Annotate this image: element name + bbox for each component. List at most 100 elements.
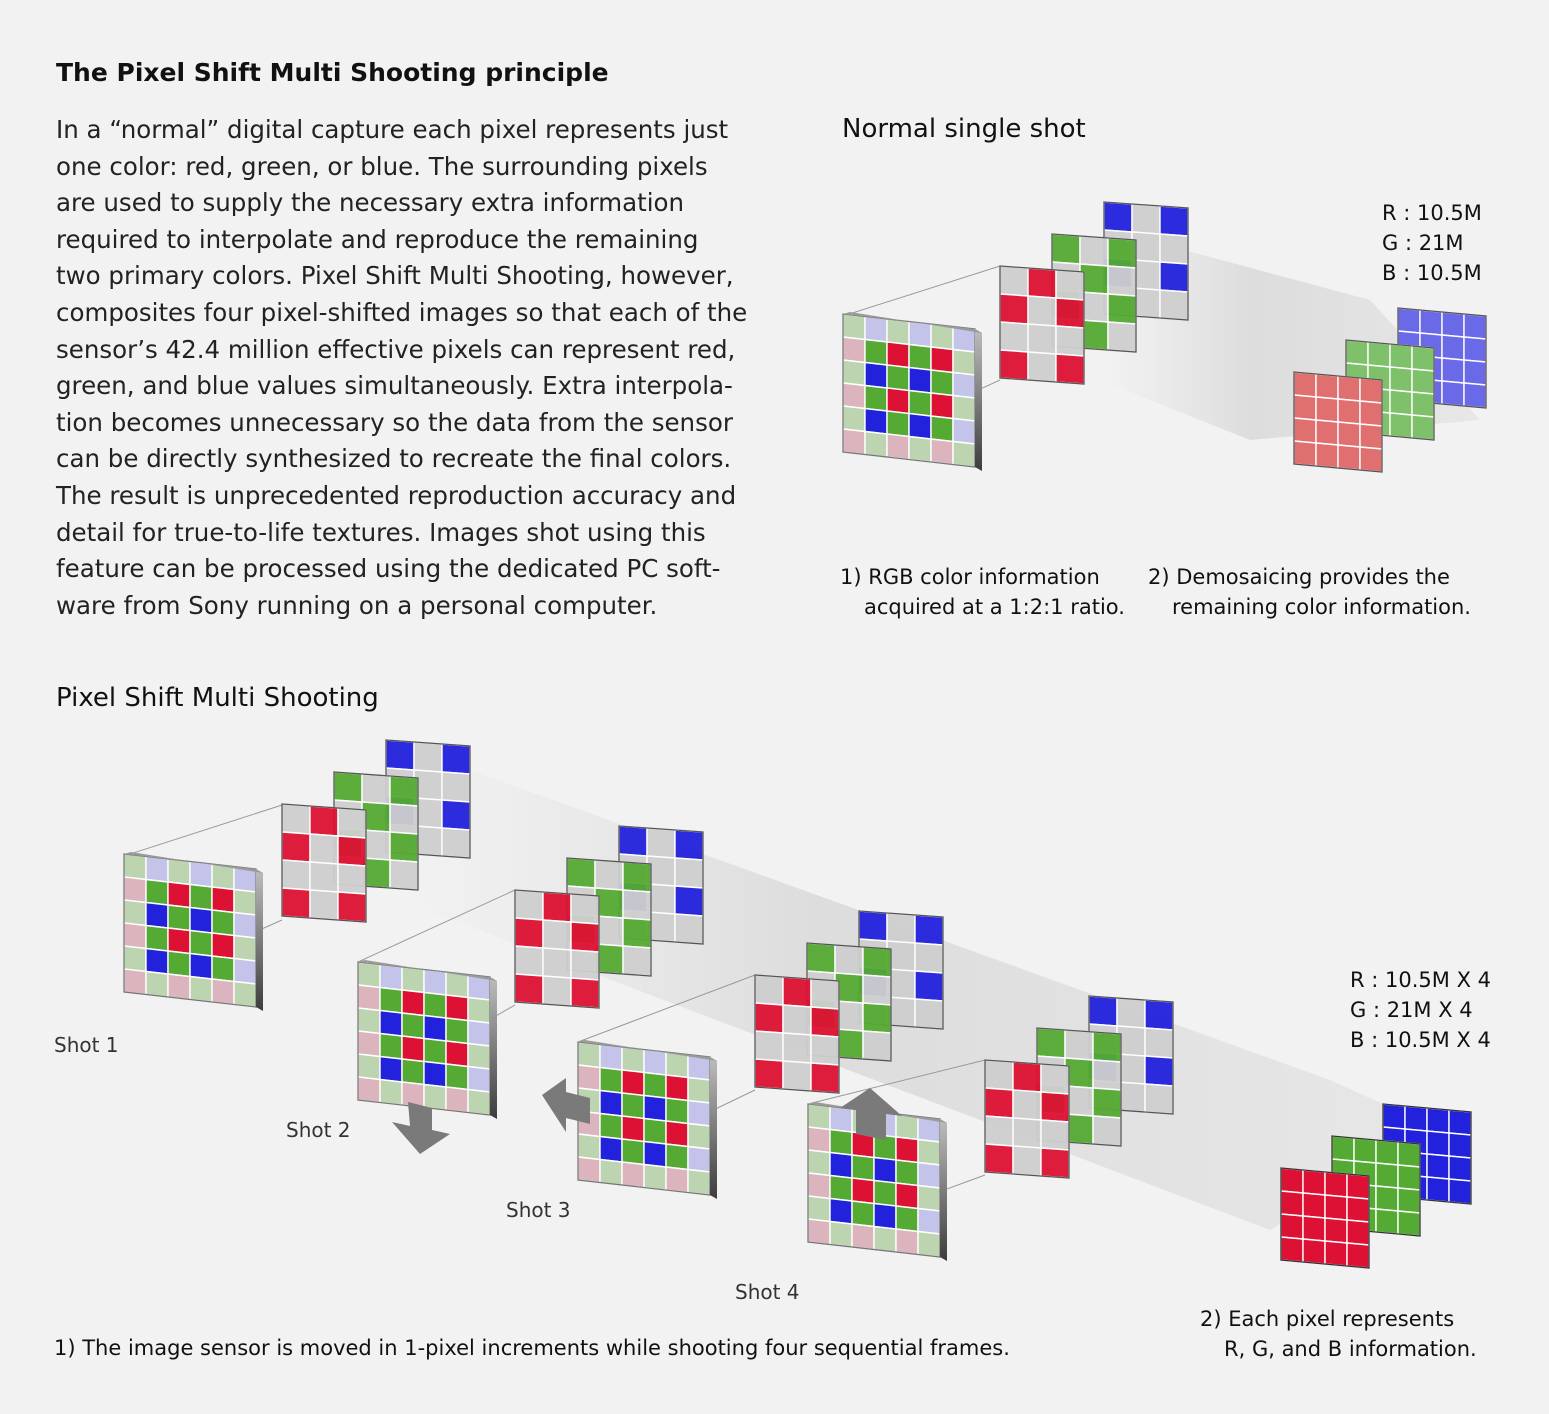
pixel-cell — [309, 889, 339, 921]
pixel-cell — [930, 369, 954, 397]
pixel-cell — [674, 913, 704, 945]
pixel-cell — [542, 891, 572, 923]
pixel-cell — [1055, 297, 1085, 329]
pixel-cell — [423, 1083, 447, 1111]
pixel-cell — [1144, 999, 1174, 1031]
pixel-cell — [646, 827, 676, 859]
pixel-cell — [577, 1041, 601, 1069]
pixel-cell — [1064, 1029, 1094, 1061]
pixel-cell — [754, 974, 784, 1006]
pixel-cell — [145, 878, 169, 906]
pixel-cell — [357, 984, 381, 1012]
sensor-edge — [490, 977, 497, 1119]
arrow-down-icon — [392, 1102, 450, 1154]
pixel-cell — [1397, 1210, 1421, 1237]
pixel-cell — [1280, 1190, 1304, 1217]
pixel-cell — [1448, 1132, 1472, 1159]
pixel-cell — [1131, 203, 1161, 235]
pixel-cell — [643, 1117, 667, 1145]
pixel-cell — [123, 945, 147, 973]
pixel-cell — [309, 861, 339, 893]
multi-connector — [807, 1059, 986, 1105]
pixel-cell — [895, 1159, 919, 1187]
pixel-cell — [1107, 265, 1137, 297]
pixel-cell — [622, 889, 652, 921]
intro-line: feature can be processed using the dedic… — [56, 554, 721, 584]
pixel-cell — [1159, 233, 1189, 265]
pixel-cell — [309, 833, 339, 865]
pixel-cell — [829, 1197, 853, 1225]
pixel-cell — [807, 1172, 831, 1200]
pixel-cell — [445, 1086, 469, 1114]
pixel-cell — [895, 1228, 919, 1256]
pixel-cell — [829, 1128, 853, 1156]
pixel-cell — [643, 1094, 667, 1122]
pixel-cell — [337, 863, 367, 895]
pixel-cell — [1107, 293, 1137, 325]
pixel-cell — [810, 1034, 840, 1066]
pixel-cell — [754, 1058, 784, 1090]
pixel-cell — [1027, 351, 1057, 383]
pixel-cell — [1353, 1137, 1377, 1164]
stat-red: R : 10.5M X 4 — [1350, 968, 1491, 992]
pixel-cell — [1426, 1176, 1450, 1203]
sensor-top — [578, 1040, 717, 1061]
pixel-cell — [1419, 309, 1443, 336]
shot-4-red-filter — [984, 1059, 1070, 1179]
normal-stats: R : 10.5M G : 21M B : 10.5M — [1382, 198, 1482, 288]
pixel-cell — [1088, 995, 1118, 1027]
pixel-cell — [577, 1064, 601, 1092]
pixel-cell — [441, 827, 471, 859]
pixel-cell — [873, 1202, 897, 1230]
pixel-cell — [167, 858, 191, 886]
pixel-cell — [570, 921, 600, 953]
pixel-cell — [445, 1017, 469, 1045]
pixel-cell — [389, 831, 419, 863]
pixel-cell — [1346, 1196, 1370, 1223]
pixel-cell — [441, 743, 471, 775]
pixel-cell — [665, 1120, 689, 1148]
intro-line: one color: red, green, or blue. The surr… — [56, 151, 708, 181]
pixel-cell — [908, 366, 932, 394]
stat-red: R : 10.5M — [1382, 201, 1482, 225]
pixel-cell — [123, 876, 147, 904]
pixel-cell — [1040, 1119, 1070, 1151]
pixel-cell — [389, 859, 419, 891]
pixel-cell — [952, 394, 976, 422]
shot-3-label: Shot 3 — [506, 1198, 571, 1222]
multi-connector — [577, 974, 756, 1043]
pixel-cell — [577, 1133, 601, 1161]
normal-red-filter — [999, 265, 1085, 385]
pixel-cell — [233, 888, 257, 916]
pixel-cell — [1346, 1242, 1370, 1269]
pixel-cell — [357, 1007, 381, 1035]
intro-line: are used to supply the necessary extra i… — [56, 188, 685, 218]
pixel-cell — [1040, 1147, 1070, 1179]
multi-shot-heading: Pixel Shift Multi Shooting — [56, 683, 379, 713]
pixel-cell — [1448, 1155, 1472, 1182]
pixel-cell — [858, 910, 888, 942]
pixel-cell — [1293, 417, 1317, 444]
pixel-cell — [1280, 1213, 1304, 1240]
pixel-cell — [622, 945, 652, 977]
pixel-cell — [1293, 371, 1317, 398]
pixel-cell — [643, 1071, 667, 1099]
normal-shot-heading: Normal single shot — [842, 114, 1086, 144]
pixel-cell — [1103, 201, 1133, 233]
pixel-cell — [1346, 1219, 1370, 1246]
grid-outline — [514, 889, 600, 1009]
pixel-cell — [467, 996, 491, 1024]
pixel-cell — [864, 384, 888, 412]
grid-outline — [1280, 1167, 1370, 1269]
pixel-cell — [599, 1135, 623, 1163]
pixel-cell — [782, 1004, 812, 1036]
pixel-cell — [542, 919, 572, 951]
pixel-cell — [401, 1035, 425, 1063]
pixel-cell — [895, 1182, 919, 1210]
pixel-cell — [123, 899, 147, 927]
pixel-cell — [445, 994, 469, 1022]
multi-note-2: 2) Each pixel represents R, G, and B inf… — [1200, 1305, 1477, 1364]
pixel-cell — [1324, 1217, 1348, 1244]
pixel-cell — [1302, 1192, 1326, 1219]
pixel-cell — [1375, 1208, 1399, 1235]
